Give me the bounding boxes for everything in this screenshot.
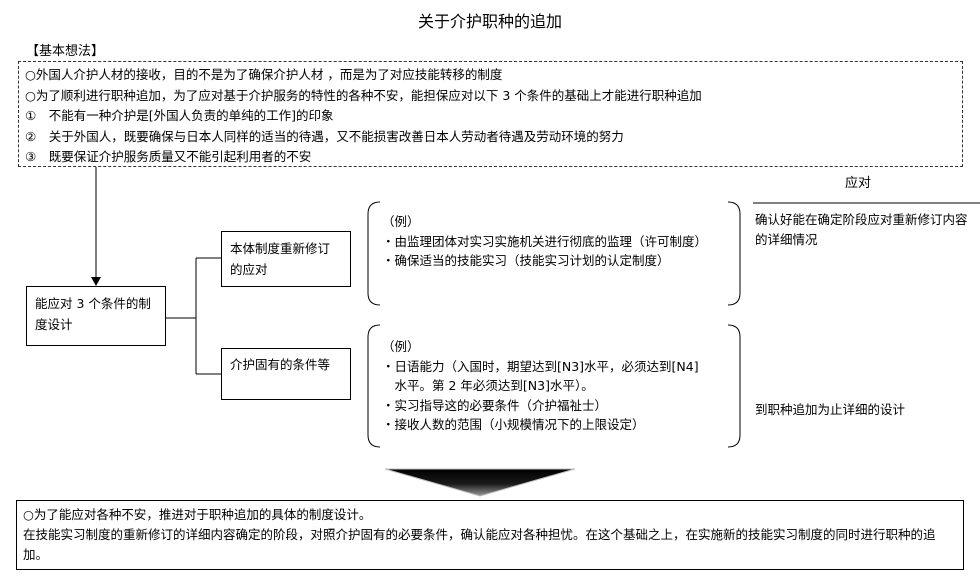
example1-line-3: ・确保适当的技能实习（技能实习计划的认定制度） — [382, 253, 670, 268]
big-down-arrow — [384, 468, 576, 497]
response-item-1: 确认好能在确定阶段应对重新修订内容的详细情况 — [755, 212, 968, 247]
basic-line-2: ○为了顺利进行职种追加，为了应对基于介护服务的特性的各种不安，能担保应对以下 3… — [25, 87, 702, 103]
bracket-right-2 — [727, 324, 741, 448]
bracket-left-2 — [367, 324, 381, 448]
care-conditions-box: 介护固有的条件等 — [221, 348, 351, 400]
example2-line-2: ・日语能力（入国时，期望达到[N3]水平，必须达到[N4] — [382, 358, 699, 374]
design-box: 能应对 3 个条件的制度设计 — [26, 286, 166, 346]
response-header: 应对 — [845, 176, 872, 191]
example-group-2: （例） ・日语能力（入国时，期望达到[N3]水平，必须达到[N4] 水平。第 2… — [382, 337, 699, 435]
conclusion-line-1: ○为了能应对各种不安，推进对于职种追加的具体的制度设计。 — [23, 507, 372, 522]
example1-line-2: ・由监理团体对实习实施机关进行彻底的监理（许可制度） — [382, 233, 708, 249]
example2-line-3: 水平。第 2 年必须达到[N3]水平）。 — [382, 378, 594, 393]
response-item-2: 到职种追加为止详细的设计 — [755, 402, 906, 417]
basic-line-1: ○外国人介护人材的接收，目的不是为了确保介护人材 ，而是为了对应技能转移的制度 — [25, 67, 503, 82]
example-group-1: （例） ・由监理团体对实习实施机关进行彻底的监理（许可制度） ・确保适当的技能实… — [382, 212, 707, 271]
example2-line-4: ・实习指导这的必要条件（介护福祉士） — [382, 397, 608, 413]
basic-line-4: ② 关于外国人，既要确保与日本人同样的适当的待遇，又不能损害改善日本人劳动者待遇… — [25, 128, 624, 144]
bracket-left-1 — [367, 201, 381, 306]
example2-line-5: ・接收人数的范围（小规模情况下的上限设定） — [382, 417, 645, 432]
bracket-right-1 — [727, 201, 741, 306]
basic-line-3: ① 不能有一种介护是[外国人负责的单纯的工作]的印象 — [25, 108, 334, 123]
example1-line-1: （例） — [382, 214, 420, 229]
page-title: 关于介护职种的追加 — [417, 12, 562, 31]
basic-idea-header: 【基本想法】 — [26, 44, 105, 59]
example2-line-1: （例） — [382, 339, 420, 354]
review-box: 本体制度重新修订的应对 — [221, 231, 351, 287]
basic-line-5: ③ 既要保证介护服务质量又不能引起利用者的不安 — [25, 149, 312, 164]
basic-idea-box: ○外国人介护人材的接收，目的不是为了确保介护人材 ，而是为了对应技能转移的制度 … — [18, 61, 963, 167]
conclusion-line-2: 在技能实习制度的重新修订的详细内容确定的阶段，对照介护固有的必要条件，确认能应对… — [23, 527, 936, 562]
conclusion-box: ○为了能应对各种不安，推进对于职种追加的具体的制度设计。 在技能实习制度的重新修… — [16, 500, 964, 570]
down-arrow-head — [91, 277, 101, 286]
